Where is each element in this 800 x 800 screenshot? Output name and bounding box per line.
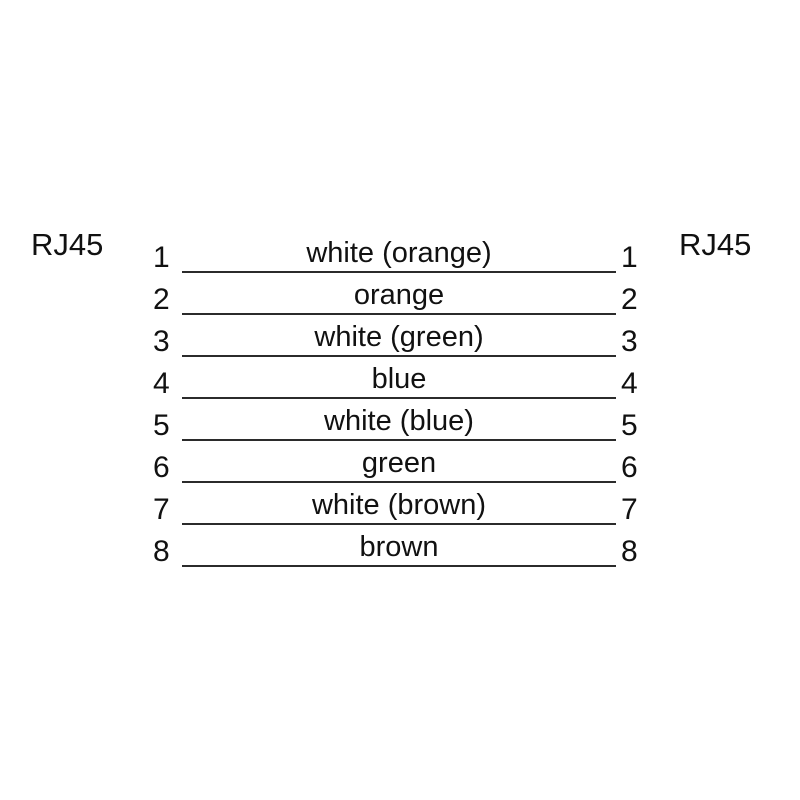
pin-number-left: 7 <box>153 493 170 526</box>
pin-number-right: 6 <box>621 451 638 484</box>
wire-color-label: white (orange) <box>306 237 492 269</box>
connector-label-right: RJ45 <box>679 227 752 262</box>
pin-number-left: 6 <box>153 451 170 484</box>
wire-line <box>182 565 616 567</box>
pin-number-right: 5 <box>621 409 638 442</box>
wire-line <box>182 355 616 357</box>
pin-number-right: 4 <box>621 367 638 400</box>
wire-color-label: brown <box>359 531 439 563</box>
wire-color-label: green <box>361 447 437 479</box>
pin-number-right: 2 <box>621 283 638 316</box>
wire-line <box>182 439 616 441</box>
wire-line <box>182 271 616 273</box>
wire-color-label: white (blue) <box>324 405 474 437</box>
pin-number-right: 3 <box>621 325 638 358</box>
pin-number-left: 3 <box>153 325 170 358</box>
wire-color-label: blue <box>371 363 427 395</box>
pin-number-left: 5 <box>153 409 170 442</box>
wire-line <box>182 523 616 525</box>
pin-number-right: 7 <box>621 493 638 526</box>
pin-number-right: 1 <box>621 241 638 274</box>
wire-line <box>182 313 616 315</box>
wire-line <box>182 397 616 399</box>
wire-color-label: white (green) <box>314 321 484 353</box>
wire-line <box>182 481 616 483</box>
wire-color-label: orange <box>353 279 445 311</box>
pin-number-right: 8 <box>621 535 638 568</box>
pin-number-left: 8 <box>153 535 170 568</box>
pin-number-left: 4 <box>153 367 170 400</box>
pin-number-left: 2 <box>153 283 170 316</box>
pin-number-left: 1 <box>153 241 170 274</box>
wire-color-label: white (brown) <box>311 489 487 521</box>
connector-label-left: RJ45 <box>31 227 104 262</box>
